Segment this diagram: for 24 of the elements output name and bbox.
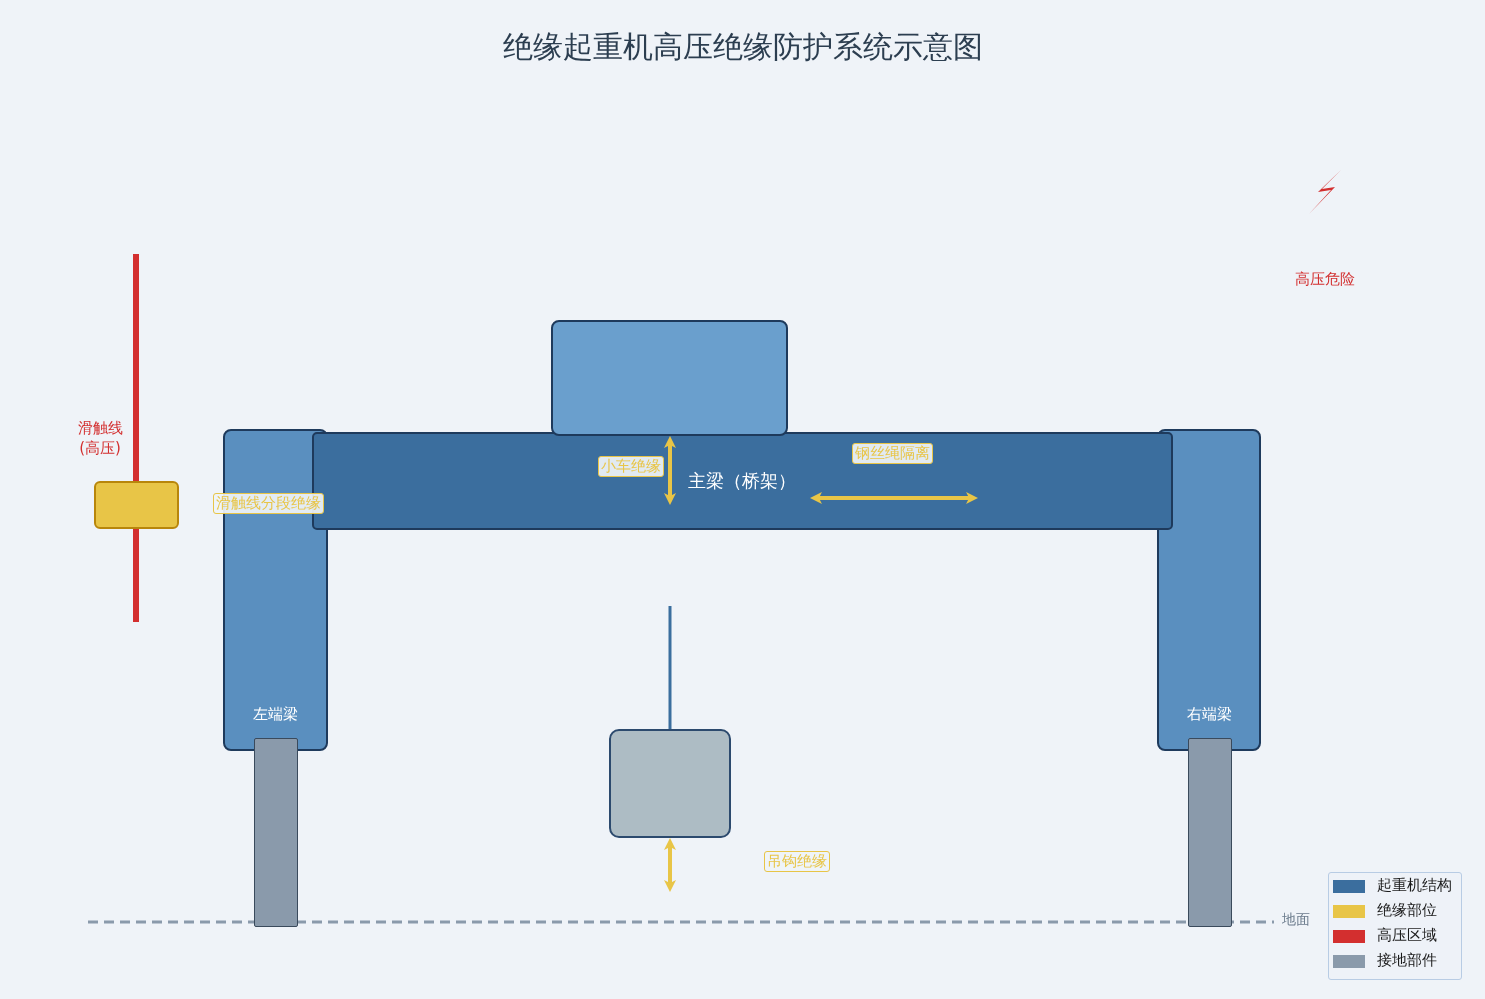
insulation-tag: 吊钩绝缘 (764, 851, 830, 872)
insulation-tag: 滑触线分段绝缘 (213, 493, 324, 514)
ground-label: 地面 (1282, 911, 1310, 929)
hook-block (609, 729, 731, 838)
diagram-title: 绝缘起重机高压绝缘防护系统示意图 (502, 28, 983, 66)
beam-label: 主梁（桥架） (688, 470, 796, 493)
legend-label: 高压区域 (1377, 926, 1437, 945)
insulator-block (94, 481, 179, 529)
insulation-tag: 钢丝绳隔离 (852, 443, 933, 464)
ground-post (1188, 738, 1232, 927)
trolley (551, 320, 788, 436)
rope-line (668, 606, 672, 729)
beam-label: 左端梁 (253, 705, 298, 724)
beam-label: 右端梁 (1186, 705, 1232, 724)
double-arrow (664, 837, 676, 893)
double-arrow (664, 435, 676, 506)
legend-label: 接地部件 (1377, 951, 1437, 970)
wire-label: 滑触线(高压) (76, 418, 124, 458)
warning-label: 高压危险 (1295, 270, 1355, 289)
legend-label: 绝缘部位 (1377, 901, 1437, 920)
ground-post (254, 738, 298, 927)
legend-label: 起重机结构 (1377, 876, 1452, 895)
end-beam (1157, 429, 1261, 751)
insulation-tag: 小车绝缘 (598, 456, 664, 477)
